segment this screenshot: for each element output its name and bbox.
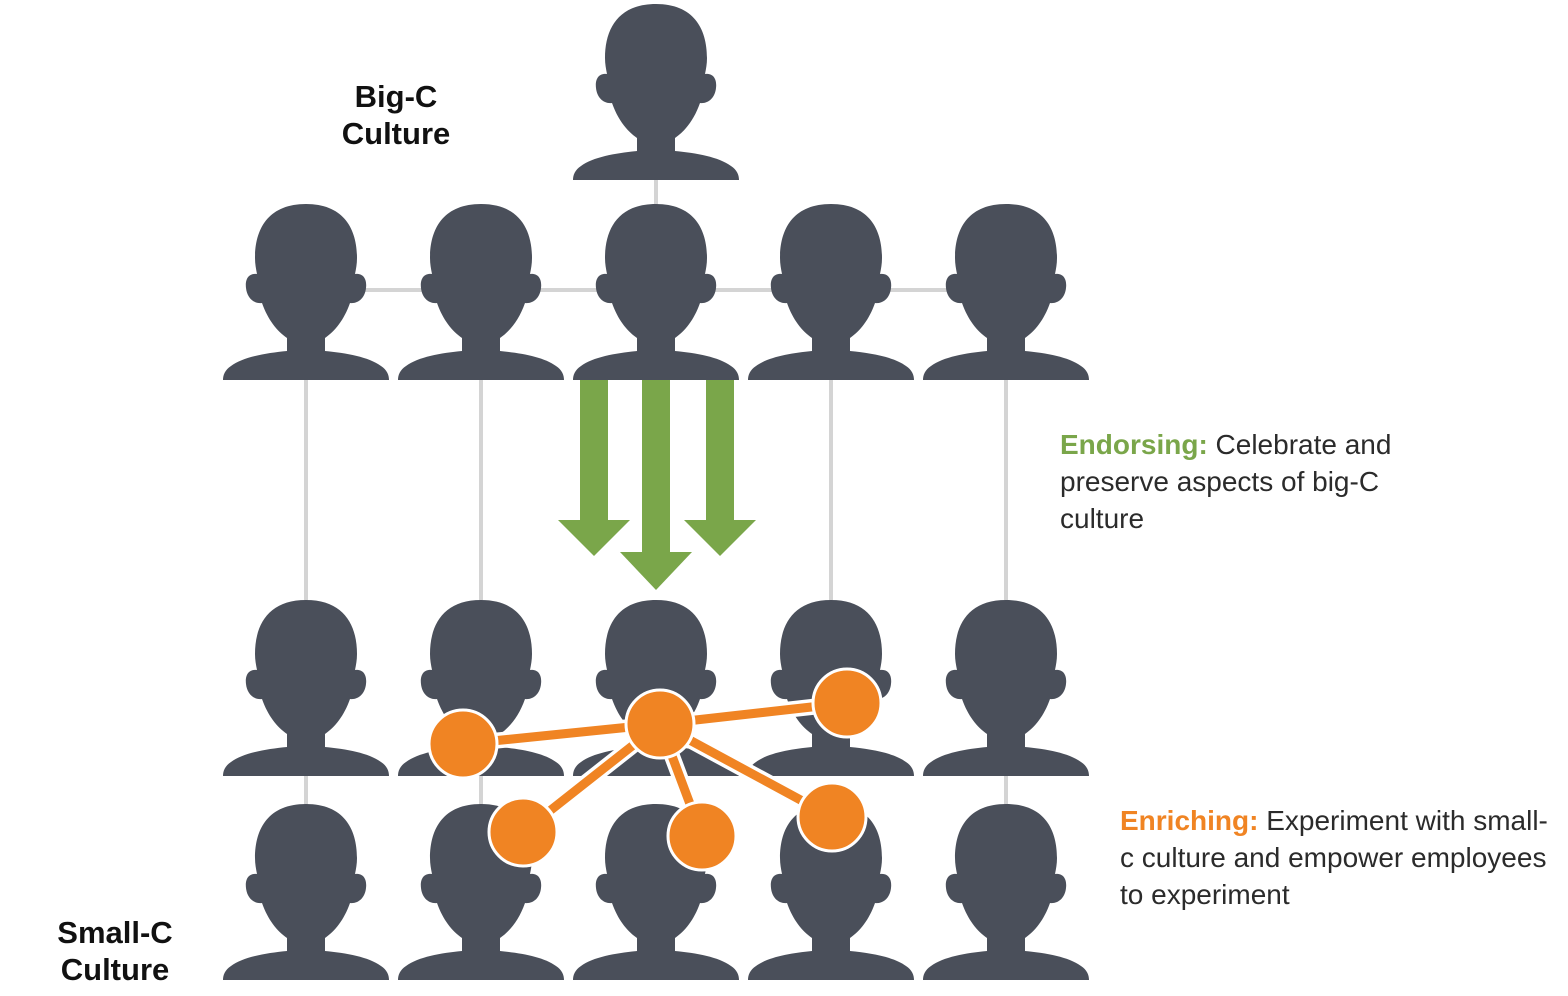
down-arrow-icon [684,380,756,556]
endorsing-arrows [558,380,756,590]
person-silhouette-icon [223,600,389,776]
person-silhouette-icon [573,204,739,380]
network-node-icon [796,781,868,853]
network-node-icon [487,796,559,868]
person-silhouette-icon [923,804,1089,980]
person-silhouette-icon [398,204,564,380]
enriching-description: Enriching: Experiment with small-c cultu… [1120,802,1560,913]
person-silhouette-icon [223,204,389,380]
network-node-icon [811,667,883,739]
enriching-text: Experiment with small-c culture and empo… [1120,805,1548,910]
network-node-icon [624,688,696,760]
person-silhouette-icon [748,204,914,380]
endorsing-description: Endorsing: Celebrate and preserve aspect… [1060,426,1440,537]
enriching-keyword: Enriching: [1120,805,1259,836]
big-c-culture-label: Big-C Culture [316,78,476,152]
big-c-label-line-2: Culture [341,116,451,151]
down-arrow-icon [620,380,692,590]
enriching-network [427,667,883,872]
person-silhouette-icon [573,4,739,180]
small-c-label-line-1: Small-C [57,915,173,950]
person-silhouette-icon [223,804,389,980]
small-c-culture-label: Small-C Culture [30,914,200,988]
endorsing-text: Celebrate and preserve aspects of big-C … [1060,429,1392,534]
endorsing-keyword: Endorsing: [1060,429,1208,460]
down-arrow-icon [558,380,630,556]
big-c-label-line-1: Big-C [354,79,438,114]
person-silhouette-icon [923,600,1089,776]
network-node-icon [427,708,499,780]
person-silhouette-icon [923,204,1089,380]
small-c-label-line-2: Culture [60,952,170,987]
network-node-icon [666,800,738,872]
